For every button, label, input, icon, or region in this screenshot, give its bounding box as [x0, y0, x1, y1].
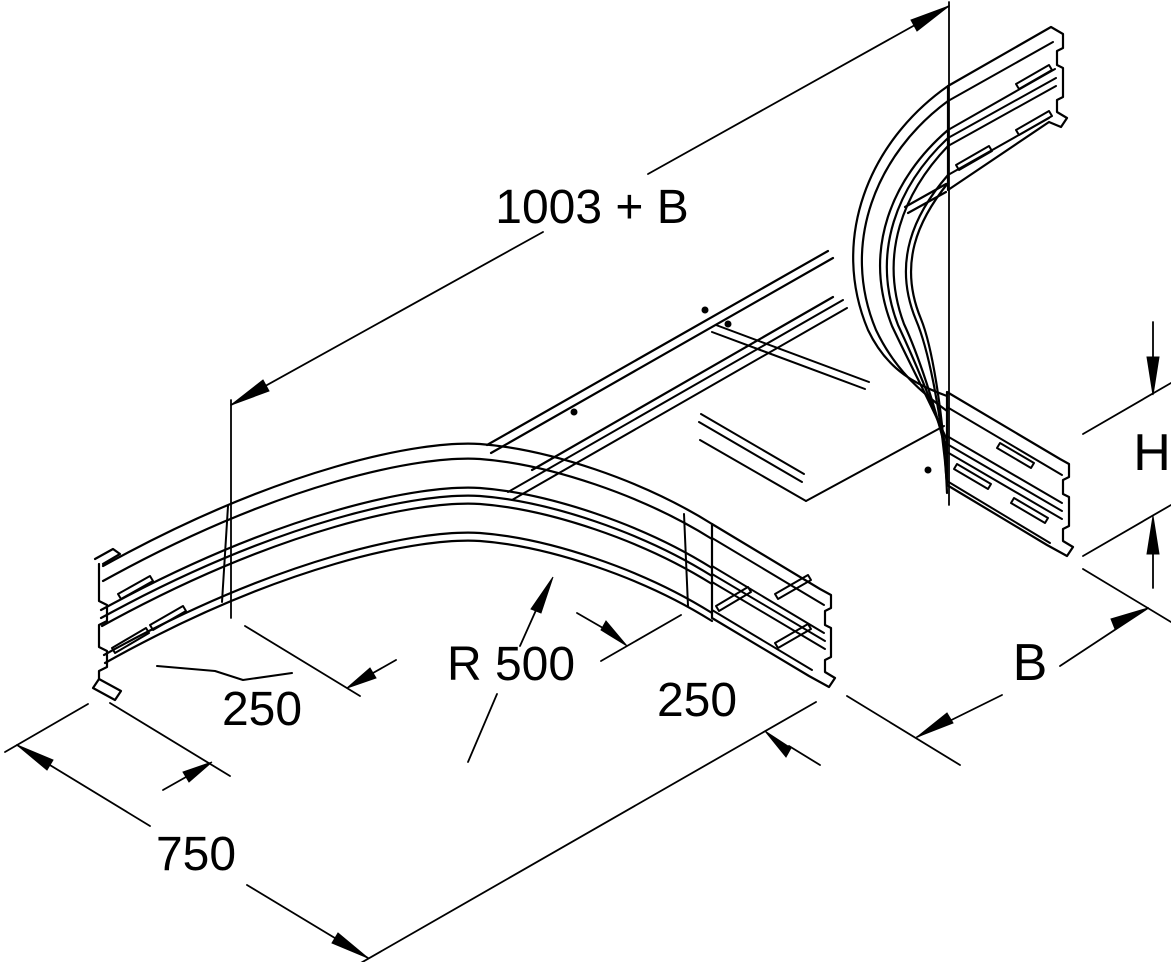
- left-end-connector: [91, 547, 187, 702]
- slot: [1015, 110, 1053, 136]
- extension-line: [244, 625, 361, 697]
- extension-line: [4, 703, 89, 753]
- arrowhead: [16, 744, 54, 771]
- dimension-bend-radius: R 500: [447, 576, 575, 763]
- end-profile-edge: [97, 562, 109, 681]
- dimension-label-width: B: [1013, 634, 1048, 692]
- rung: [700, 413, 805, 475]
- extension-line: [1082, 504, 1171, 557]
- slot: [149, 605, 187, 631]
- extension-line: [360, 701, 817, 962]
- slot: [117, 575, 154, 600]
- bottom-edge: [805, 425, 945, 502]
- dimension-branch-offset: 750: [4, 701, 817, 962]
- slot: [1015, 64, 1053, 90]
- slot: [774, 574, 812, 600]
- extension-line: [1082, 382, 1171, 435]
- left-joint-line: [221, 505, 229, 603]
- front-curved-rail: [99, 442, 714, 681]
- connector-outline: [945, 390, 1075, 558]
- fixing-hole: [724, 320, 732, 328]
- arrowhead: [916, 712, 954, 738]
- arrowhead: [182, 761, 213, 783]
- extension-line: [846, 695, 961, 766]
- top-end-connector: [946, 25, 1069, 192]
- arrowhead: [1146, 356, 1160, 396]
- bottom-flange-edge: [156, 665, 293, 681]
- dimension-label-right-tangent: 250: [657, 674, 737, 727]
- dimension-label-total-length: 1003 + B: [495, 181, 689, 234]
- slot: [955, 145, 993, 171]
- dimension-label-left-tangent: 250: [222, 683, 302, 736]
- slot: [715, 586, 752, 612]
- dimension-right-tangent: 250: [576, 612, 821, 766]
- rung: [711, 331, 866, 390]
- arrowhead: [331, 932, 369, 959]
- dimension-tray-width: B: [846, 568, 1171, 766]
- arrowhead: [1146, 515, 1160, 555]
- arrowhead: [346, 667, 377, 689]
- slot: [1010, 497, 1049, 524]
- dimension-label-height: H: [1133, 424, 1171, 482]
- arrowhead: [910, 5, 950, 32]
- right-end-connector: [710, 522, 837, 689]
- arrowhead: [530, 576, 554, 614]
- main-run-connection-rail: [485, 182, 948, 472]
- bottom-edge: [699, 439, 807, 502]
- dimension-left-tangent: 250: [109, 625, 397, 791]
- dimension-label-radius: R 500: [447, 638, 575, 691]
- tray-bottom-and-rungs: [507, 299, 945, 502]
- leader-line: [467, 693, 498, 763]
- dimension-rail-height: H: [1082, 321, 1171, 589]
- arrowhead: [600, 620, 628, 647]
- rung: [698, 421, 803, 483]
- connector-outline: [710, 522, 837, 689]
- arrowhead: [1110, 607, 1149, 630]
- slot: [111, 627, 150, 654]
- dimension-label-branch-offset: 750: [156, 828, 236, 881]
- leader-line: [519, 607, 538, 647]
- fixing-hole: [570, 408, 578, 416]
- extension-line: [1082, 568, 1171, 623]
- arrowhead: [230, 379, 270, 406]
- back-curved-rail: [852, 84, 950, 495]
- bottom-foot: [91, 677, 123, 702]
- slot: [953, 463, 992, 490]
- connector-outline: [946, 25, 1069, 192]
- rung: [715, 324, 870, 383]
- dimension-total-length: 1003 + B: [230, 1, 950, 619]
- fixing-hole: [701, 306, 709, 314]
- slot: [774, 623, 812, 649]
- branch-end-connector: [945, 390, 1075, 558]
- fixing-hole: [924, 466, 932, 474]
- right-joint-line: [683, 513, 689, 607]
- top-flange-lip: [93, 547, 122, 566]
- extension-line: [600, 614, 682, 662]
- extension-line: [109, 702, 231, 777]
- arrowhead: [764, 730, 792, 758]
- slot: [996, 442, 1035, 469]
